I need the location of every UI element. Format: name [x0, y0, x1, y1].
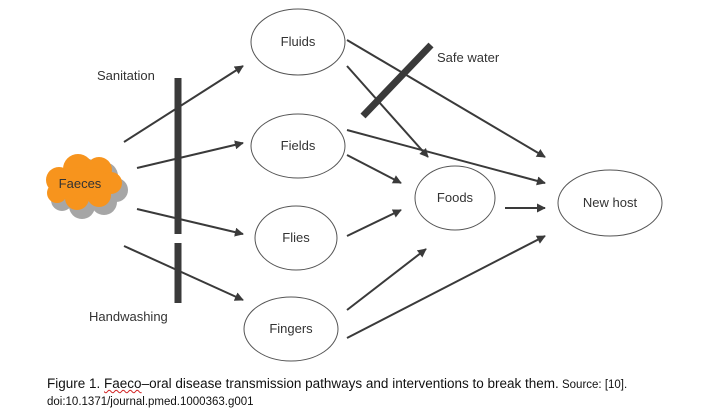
sanitation-label: Sanitation: [97, 68, 155, 83]
faeces-node: Faeces: [46, 154, 128, 219]
fingers-label: Fingers: [269, 321, 313, 336]
arrow-fluids-to-foods: [346, 65, 429, 158]
flies-node: Flies: [254, 205, 338, 271]
faeces-cloud: [46, 154, 122, 210]
foods-node: Foods: [414, 165, 496, 231]
arrow-fields-to-foods: [346, 154, 402, 184]
fields-node: Fields: [250, 113, 346, 179]
fingers-node: Fingers: [243, 296, 339, 362]
caption-misspelled-word: Faeco: [104, 376, 142, 391]
figure-caption: Figure 1. Faeco–oral disease transmissio…: [47, 376, 697, 410]
arrow-flies-to-foods: [346, 209, 402, 237]
arrow-fingers-to-foods: [346, 248, 427, 311]
arrow-fields-to-new-host: [346, 129, 546, 186]
barriers: [174, 42, 434, 303]
new-host-node: New host: [557, 169, 663, 237]
arrow-fingers-to-new-host: [346, 235, 546, 339]
fluids-node: Fluids: [250, 8, 346, 76]
new-host-label: New host: [583, 195, 638, 210]
foods-label: Foods: [437, 190, 474, 205]
caption-prefix: Figure 1.: [47, 376, 105, 391]
safe-water-barrier: [360, 42, 434, 119]
fluids-label: Fluids: [281, 34, 316, 49]
safe-water-label: Safe water: [437, 50, 500, 65]
flies-label: Flies: [282, 230, 310, 245]
arrow-faeces-to-fingers: [123, 245, 244, 301]
handwashing-label: Handwashing: [89, 309, 168, 324]
arrow-faeces-to-fluids: [123, 65, 244, 143]
arrow-fluids-to-new-host: [346, 39, 546, 158]
caption-main-text: –oral disease transmission pathways and …: [141, 376, 559, 391]
arrows: [123, 39, 546, 339]
fields-label: Fields: [281, 138, 316, 153]
arrow-faeces-to-fields: [136, 140, 244, 169]
arrow-faeces-to-flies: [136, 208, 244, 237]
caption-doi: doi:10.1371/journal.pmed.1000363.g001: [47, 396, 254, 408]
faeces-label: Faeces: [59, 176, 102, 191]
caption-source: Source: [10].: [558, 379, 628, 391]
